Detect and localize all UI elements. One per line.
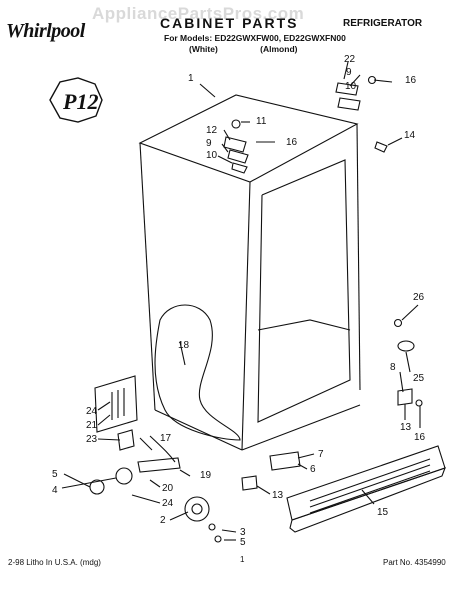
- callout-9: 9: [346, 67, 352, 78]
- cabinet-front-edge: [241, 181, 251, 451]
- footer-page-number: 1: [240, 555, 245, 564]
- p12-badge-text: P12: [63, 89, 99, 114]
- callout-23: 23: [86, 434, 98, 445]
- callout-8: 8: [390, 362, 396, 373]
- callout-25: 25: [413, 373, 425, 384]
- model-variants: (White) (Almond): [189, 44, 297, 54]
- callout-15: 15: [377, 507, 389, 518]
- callout-9b: 9: [206, 138, 212, 149]
- cabinet-left-edge: [139, 142, 156, 411]
- callout-17: 17: [160, 433, 172, 444]
- callout-14: 14: [404, 130, 416, 141]
- callout-20: 20: [162, 483, 174, 494]
- toe-grille: [286, 445, 446, 521]
- cabinet-base-edge: [154, 409, 243, 451]
- callout-26: 26: [413, 292, 425, 303]
- callout-6: 6: [310, 464, 316, 475]
- callout-24b: 24: [162, 498, 174, 509]
- callout-22: 22: [344, 54, 356, 65]
- callout-5: 5: [52, 469, 58, 480]
- callout-18: 18: [178, 340, 190, 351]
- cabinet-right-edge: [356, 123, 361, 391]
- footer-part-number: Part No. 4354990: [383, 558, 446, 567]
- footer-litho: 2-98 Litho In U.S.A. (mdg): [8, 558, 101, 567]
- callout-13: 13: [400, 422, 412, 433]
- callout-7: 7: [318, 449, 324, 460]
- callout-16b: 16: [286, 137, 298, 148]
- callout-1: 1: [188, 73, 194, 84]
- callout-24: 24: [86, 406, 98, 417]
- callout-16: 16: [405, 75, 417, 86]
- variant-white: (White): [189, 44, 218, 54]
- variant-almond: (Almond): [260, 44, 298, 54]
- callout-16c: 16: [414, 432, 426, 443]
- callout-13b: 13: [272, 490, 284, 501]
- models-line: For Models: ED22GWXFW00, ED22GWXFN00: [164, 33, 346, 43]
- callout-2: 2: [160, 515, 166, 526]
- callout-12: 12: [206, 125, 218, 136]
- appliance-type: REFRIGERATOR: [343, 18, 423, 29]
- callout-4: 4: [52, 485, 58, 496]
- p12-badge-outline: [49, 77, 103, 123]
- callout-5b: 5: [240, 537, 246, 548]
- callout-19: 19: [200, 470, 212, 481]
- whirlpool-logo: Whirlpool: [6, 20, 85, 42]
- callout-10: 10: [345, 81, 357, 92]
- cabinet-bottom-edge: [241, 404, 361, 451]
- callout-10b: 10: [206, 150, 218, 161]
- watermark: AppliancePartsPros.com: [92, 4, 305, 23]
- page-title: CABINET PARTS: [160, 15, 299, 31]
- callout-11: 11: [256, 116, 267, 127]
- callout-3: 3: [240, 527, 246, 538]
- callout-21: 21: [86, 420, 98, 431]
